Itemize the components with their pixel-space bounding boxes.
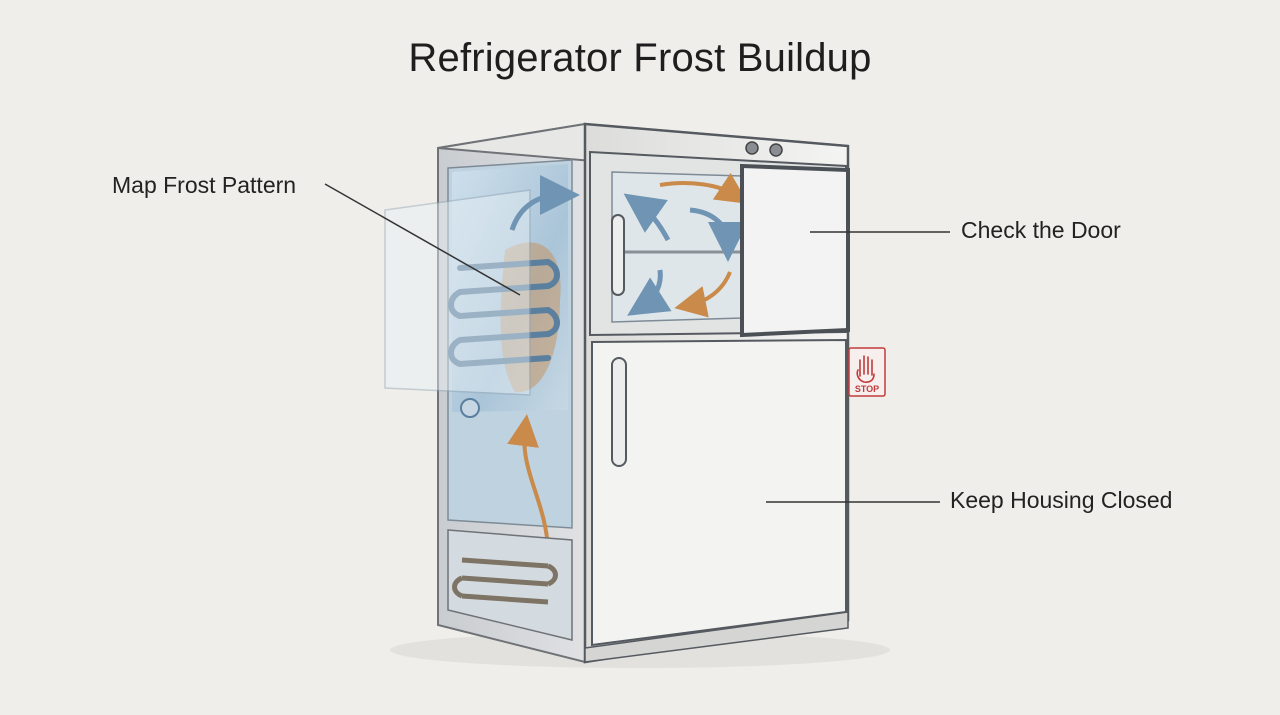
stop-sticker-frame [848, 347, 886, 397]
freezer-airflow-1 [659, 172, 749, 204]
condenser-compartment [447, 529, 573, 641]
freezer-airflow-2 [689, 207, 748, 262]
frost-stain [500, 242, 561, 393]
callout-keep-closed-label: Keep Housing Closed [950, 487, 1173, 513]
stop-sign: STOP [848, 347, 886, 397]
freezer-airflow-5 [627, 269, 672, 316]
refrigerator-door [591, 338, 847, 647]
freezer-airflow-4 [674, 271, 732, 318]
leader-map-frost [324, 183, 521, 296]
freezer-door [740, 163, 850, 338]
evaporator-coils [448, 259, 560, 367]
freezer-airflow-3 [623, 193, 671, 242]
cabinet-base [584, 611, 849, 663]
drain-fitting [460, 398, 480, 418]
condenser-coils [452, 557, 558, 605]
hand-stop-icon [856, 355, 875, 383]
freezer-interior [611, 171, 743, 323]
glass-overlay-panel [384, 189, 531, 396]
control-knob-right [769, 143, 783, 157]
airflow-arrow-lower [507, 414, 550, 549]
airflow-arrow-top [509, 175, 580, 231]
callout-check-door-label: Check the Door [961, 217, 1121, 243]
diagram-title: Refrigerator Frost Buildup [408, 36, 872, 80]
control-knob-left [745, 141, 759, 155]
callout-map-frost-label: Map Frost Pattern [112, 172, 297, 198]
freezer-handle [611, 214, 625, 296]
stop-sign-text: STOP [855, 384, 879, 394]
refrigerator-handle [611, 357, 627, 467]
